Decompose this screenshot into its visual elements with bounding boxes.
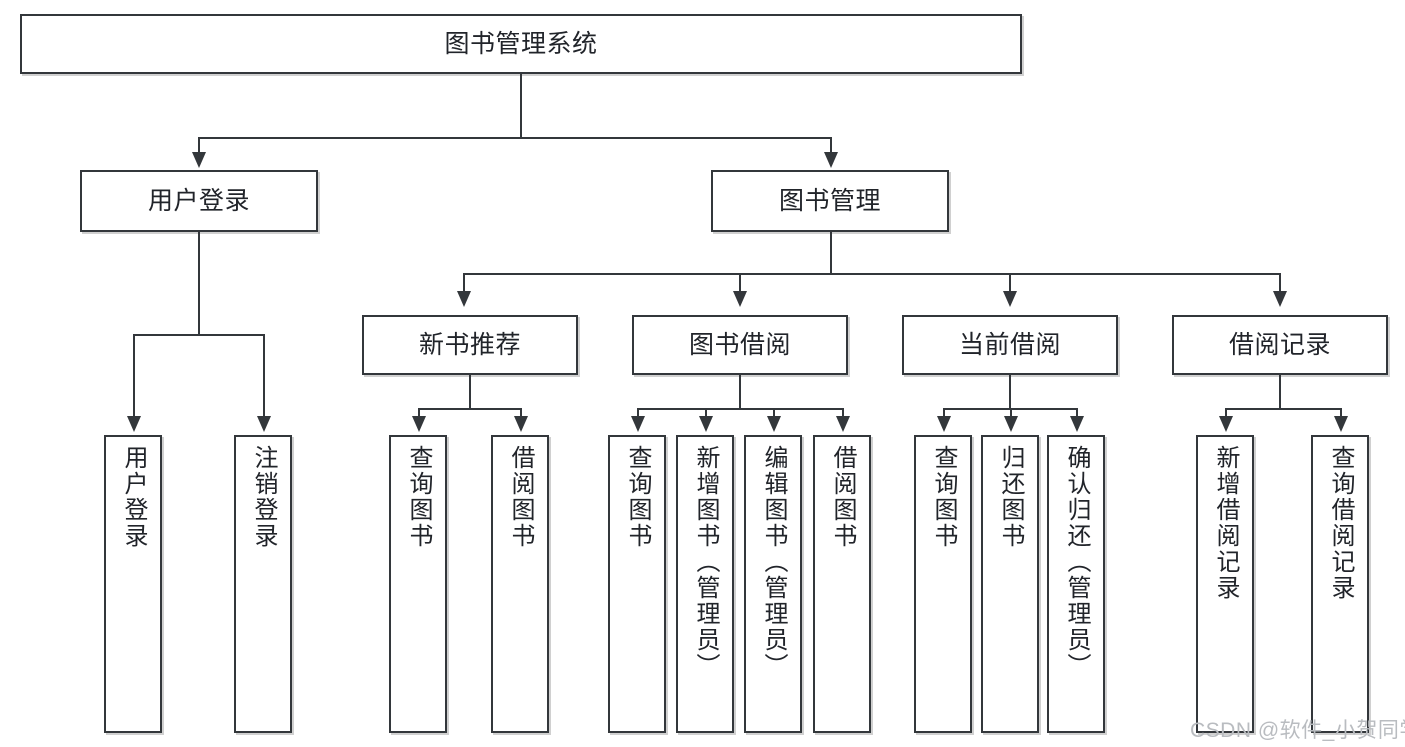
node-label: 注销登录 bbox=[250, 445, 277, 549]
connector-new-book-bus bbox=[418, 408, 521, 410]
connector-current-borrow-stem bbox=[1009, 375, 1011, 409]
arrow-borrow-record-leaf-1 bbox=[1219, 416, 1233, 432]
arrow-to-new-book bbox=[457, 291, 471, 307]
node-label: 查询借阅记录 bbox=[1327, 445, 1354, 601]
connector-to-borrow-record bbox=[1279, 273, 1281, 292]
connector-root-stem bbox=[520, 74, 522, 138]
node-current-borrow[interactable]: 当前借阅 bbox=[902, 315, 1118, 375]
connector-book-manage-stem bbox=[830, 232, 832, 274]
node-book-manage[interactable]: 图书管理 bbox=[711, 170, 949, 232]
connector-root-to-book-manage bbox=[830, 137, 832, 154]
leaf-borrow-borrow-book[interactable]: 借阅图书 bbox=[813, 435, 871, 733]
leaf-borrow-query-book[interactable]: 查询图书 bbox=[608, 435, 666, 733]
connector-book-borrow-leaf-1 bbox=[637, 408, 639, 418]
leaf-new-book-borrow[interactable]: 借阅图书 bbox=[491, 435, 549, 733]
connector-new-book-leaf-1 bbox=[418, 408, 420, 418]
connector-current-borrow-leaf-3 bbox=[1076, 408, 1078, 418]
arrow-new-book-leaf-1 bbox=[412, 416, 426, 432]
leaf-record-add[interactable]: 新增借阅记录 bbox=[1196, 435, 1254, 733]
connector-root-bus bbox=[198, 137, 832, 139]
node-label: 查询图书 bbox=[930, 445, 957, 549]
arrow-book-borrow-leaf-3 bbox=[767, 416, 781, 432]
connector-borrow-record-stem bbox=[1279, 375, 1281, 409]
arrow-new-book-leaf-2 bbox=[514, 416, 528, 432]
node-label: 编辑图书（管理员） bbox=[760, 445, 787, 679]
node-label: 借阅记录 bbox=[1228, 330, 1331, 359]
csdn-watermark: CSDN @软件_小贺同学 bbox=[1190, 719, 1405, 742]
node-label: 图书借阅 bbox=[688, 330, 791, 359]
connector-to-new-book bbox=[463, 273, 465, 292]
arrow-to-borrow-record bbox=[1273, 291, 1287, 307]
node-label: 借阅图书 bbox=[507, 445, 534, 549]
leaf-new-book-query[interactable]: 查询图书 bbox=[389, 435, 447, 733]
connector-borrow-record-leaf-2 bbox=[1340, 408, 1342, 418]
node-label: 图书管理系统 bbox=[444, 29, 598, 58]
leaf-user-logout[interactable]: 注销登录 bbox=[234, 435, 292, 733]
connector-book-borrow-leaf-2 bbox=[705, 408, 707, 418]
node-label: 借阅图书 bbox=[829, 445, 856, 549]
arrow-to-user-login bbox=[192, 152, 206, 168]
leaf-current-query-book[interactable]: 查询图书 bbox=[914, 435, 972, 733]
leaf-current-return-book[interactable]: 归还图书 bbox=[981, 435, 1039, 733]
node-label: 归还图书 bbox=[997, 445, 1024, 549]
leaf-borrow-edit-book[interactable]: 编辑图书（管理员） bbox=[744, 435, 802, 733]
arrow-user-login-leaf-2 bbox=[257, 416, 271, 432]
node-label: 当前借阅 bbox=[958, 330, 1061, 359]
connector-book-borrow-leaf-4 bbox=[842, 408, 844, 418]
leaf-user-login[interactable]: 用户登录 bbox=[104, 435, 162, 733]
arrow-book-borrow-leaf-4 bbox=[836, 416, 850, 432]
leaf-current-confirm-return[interactable]: 确认归还（管理员） bbox=[1047, 435, 1105, 733]
node-book-borrow[interactable]: 图书借阅 bbox=[632, 315, 848, 375]
connector-user-login-bus bbox=[133, 334, 264, 336]
connector-current-borrow-leaf-1 bbox=[943, 408, 945, 418]
leaf-record-query[interactable]: 查询借阅记录 bbox=[1311, 435, 1369, 733]
node-root-system[interactable]: 图书管理系统 bbox=[20, 14, 1022, 74]
connector-new-book-stem bbox=[469, 375, 471, 409]
connector-new-book-leaf-2 bbox=[520, 408, 522, 418]
connector-level3-bus bbox=[463, 273, 1281, 275]
arrow-to-book-manage bbox=[824, 152, 838, 168]
node-label: 新增借阅记录 bbox=[1212, 445, 1239, 601]
connector-user-login-leaf-2 bbox=[263, 334, 265, 418]
arrow-current-borrow-leaf-1 bbox=[937, 416, 951, 432]
connector-borrow-record-leaf-1 bbox=[1225, 408, 1227, 418]
arrow-book-borrow-leaf-1 bbox=[631, 416, 645, 432]
node-label: 新增图书（管理员） bbox=[692, 445, 719, 679]
connector-user-login-stem bbox=[198, 232, 200, 335]
node-new-book-recommend[interactable]: 新书推荐 bbox=[362, 315, 578, 375]
arrow-borrow-record-leaf-2 bbox=[1334, 416, 1348, 432]
connector-user-login-leaf-1 bbox=[133, 334, 135, 418]
arrow-user-login-leaf-1 bbox=[127, 416, 141, 432]
connector-book-borrow-leaf-3 bbox=[773, 408, 775, 418]
node-label: 查询图书 bbox=[405, 445, 432, 549]
connector-to-book-borrow bbox=[739, 273, 741, 292]
node-label: 新书推荐 bbox=[418, 330, 521, 359]
node-label: 确认归还（管理员） bbox=[1063, 445, 1090, 679]
connector-borrow-record-bus bbox=[1225, 408, 1341, 410]
arrow-current-borrow-leaf-3 bbox=[1070, 416, 1084, 432]
node-borrow-record[interactable]: 借阅记录 bbox=[1172, 315, 1388, 375]
arrow-to-current-borrow bbox=[1003, 291, 1017, 307]
arrow-to-book-borrow bbox=[733, 291, 747, 307]
connector-root-to-user-login bbox=[198, 137, 200, 154]
node-label: 查询图书 bbox=[624, 445, 651, 549]
node-user-login[interactable]: 用户登录 bbox=[80, 170, 318, 232]
node-label: 图书管理 bbox=[778, 186, 881, 215]
connector-current-borrow-leaf-2 bbox=[1010, 408, 1012, 418]
connector-book-borrow-stem bbox=[739, 375, 741, 409]
leaf-borrow-add-book[interactable]: 新增图书（管理员） bbox=[676, 435, 734, 733]
arrow-current-borrow-leaf-2 bbox=[1004, 416, 1018, 432]
connector-to-current-borrow bbox=[1009, 273, 1011, 292]
node-label: 用户登录 bbox=[147, 186, 250, 215]
arrow-book-borrow-leaf-2 bbox=[699, 416, 713, 432]
node-label: 用户登录 bbox=[120, 445, 147, 549]
connector-book-borrow-bus bbox=[637, 408, 843, 410]
